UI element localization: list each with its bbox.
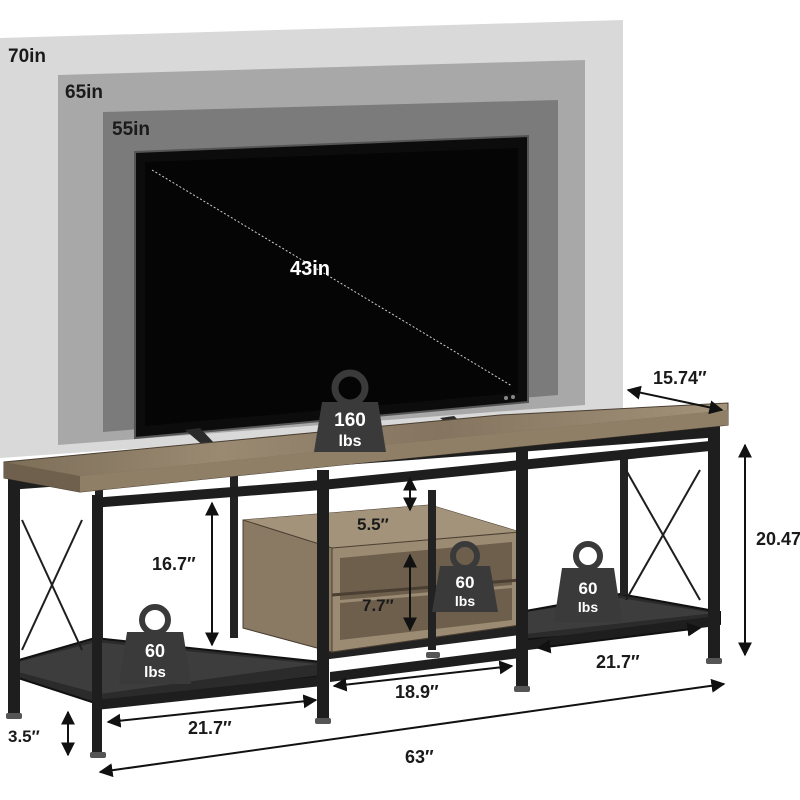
- drawer-lower-label: 7.7″: [362, 596, 394, 615]
- depth-arrow: [626, 385, 724, 415]
- weight-badge-left-shelf: 60 lbs: [119, 604, 191, 684]
- weight-center-unit: lbs: [455, 593, 475, 609]
- foot-height-label: 3.5″: [8, 727, 40, 746]
- side-inner-height-label: 16.7″: [152, 554, 196, 574]
- weight-top-value: 160: [334, 410, 366, 431]
- screen-size-43-label: 43in: [290, 258, 330, 280]
- weight-right-unit: lbs: [578, 599, 598, 615]
- height-label: 20.47″: [756, 529, 800, 549]
- screen-size-55-label: 55in: [112, 119, 150, 140]
- depth-label: 15.74″: [653, 368, 707, 388]
- dimension-arrows: [61, 385, 752, 778]
- left-shelf-width-label: 21.7″: [188, 718, 232, 738]
- weight-right-value: 60: [579, 579, 598, 598]
- screen-size-70-label: 70in: [8, 46, 46, 67]
- weight-left-unit: lbs: [144, 664, 166, 681]
- weight-badge-right-shelf: 60 lbs: [554, 541, 622, 622]
- television: [134, 134, 529, 465]
- total-width-label: 63″: [405, 747, 434, 767]
- diagonal-measure-line: [151, 169, 513, 387]
- weight-left-value: 60: [145, 641, 165, 661]
- drawer-upper-label: 5.5″: [357, 515, 389, 534]
- total-width-arrow: [98, 678, 726, 778]
- tv-stand-furniture: [3, 402, 729, 758]
- right-shelf-width-label: 21.7″: [596, 652, 640, 672]
- weight-top-unit: lbs: [338, 433, 361, 450]
- weight-badge-center-shelf: 60 lbs: [432, 541, 498, 612]
- center-width-label: 18.9″: [395, 682, 439, 702]
- right-shelf-width-arrow: [536, 622, 702, 654]
- screen-size-65-label: 65in: [65, 82, 103, 103]
- weight-badge-top: 160 lbs: [314, 369, 386, 452]
- center-bottom-rail: [322, 625, 520, 660]
- weight-center-value: 60: [456, 573, 475, 592]
